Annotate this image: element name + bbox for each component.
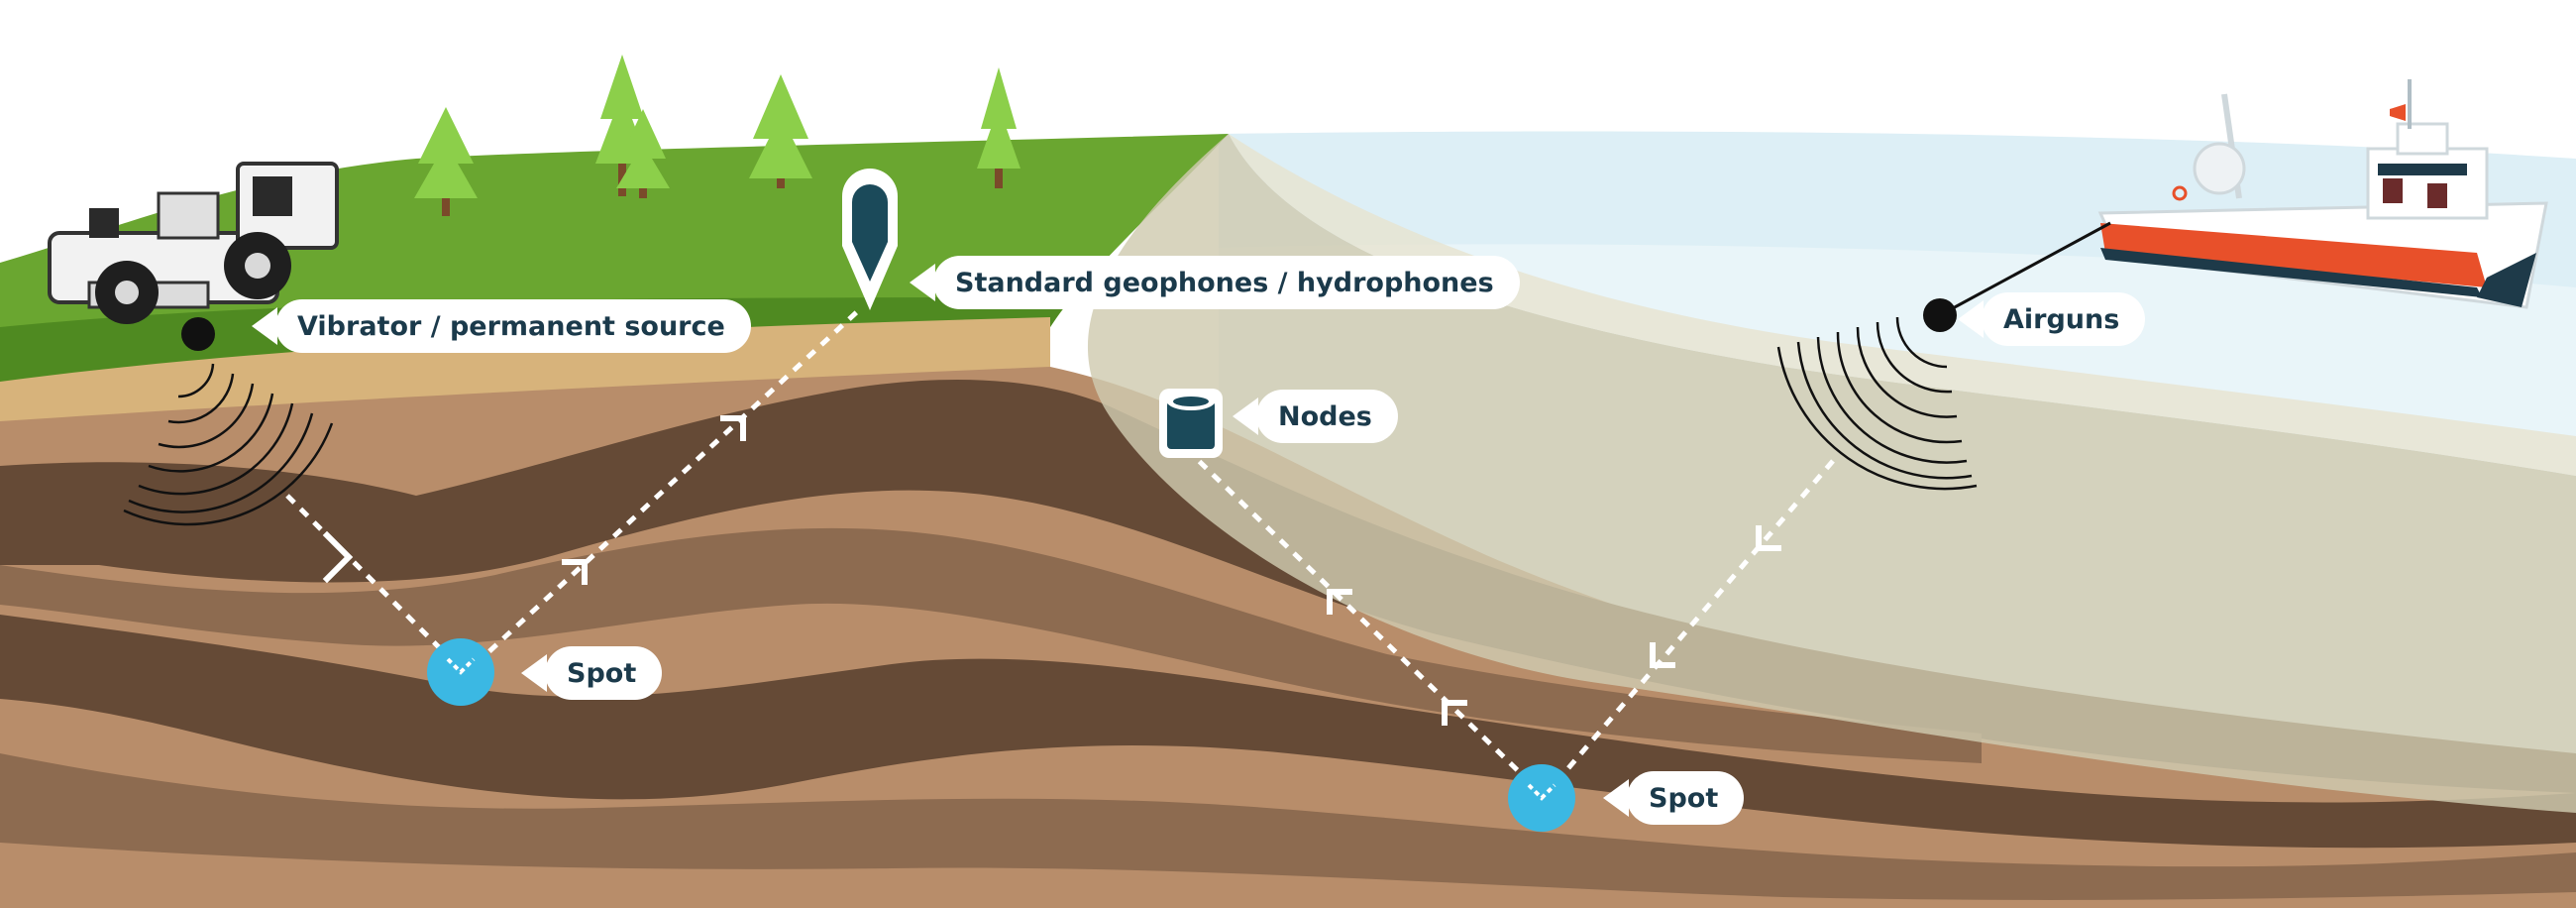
earth-layer-mid-1 (0, 527, 1982, 763)
airgun-source-dot (1923, 298, 1957, 332)
tree-icon (616, 109, 670, 198)
arrow-chevron-icon (720, 415, 746, 441)
arrow-chevron-icon (1650, 642, 1675, 668)
earth-layer-bottom (0, 843, 2576, 908)
spot-marker-right-arrow (1527, 783, 1556, 801)
arrow-chevron-icon (1327, 589, 1352, 615)
vibrator-truck-icon (48, 162, 339, 324)
ray-spot-to-node (1197, 459, 1533, 785)
airgun-tow-cable (1939, 221, 2111, 317)
ray-paths (285, 305, 1835, 785)
seabed-top (1229, 134, 2576, 476)
earth-layer-dark-2 (0, 615, 2576, 849)
vibrator-source-dot (181, 317, 215, 351)
arrow-chevron-icon (1756, 525, 1781, 551)
label-geophones: Standard geophones / hydrophones (910, 256, 1520, 309)
arrow-chevron-icon (562, 559, 588, 585)
wave-arcs-icon (1776, 316, 1978, 491)
label-vibrator-text: Vibrator / permanent source (297, 310, 725, 342)
label-geophones-text: Standard geophones / hydrophones (955, 267, 1494, 298)
ray-airgun-to-spot (1554, 459, 1835, 785)
label-spot-right-text: Spot (1649, 782, 1719, 814)
arrow-chevron-icon (1442, 700, 1467, 726)
label-spot-left: Spot (520, 646, 663, 700)
node-icon (1159, 389, 1223, 458)
tree-icon (749, 74, 812, 188)
label-airguns-text: Airguns (2003, 303, 2120, 335)
ship-icon (2097, 79, 2548, 309)
ray-spot-to-geophone (474, 305, 864, 666)
label-nodes: Nodes (1233, 390, 1398, 443)
spot-marker-left-arrow (446, 657, 476, 675)
tree-icon (977, 67, 1020, 188)
arrow-chevron-icon (322, 530, 354, 584)
label-spot-left-text: Spot (567, 657, 637, 689)
ray-vibrator-to-spot (285, 494, 463, 671)
tree-icon (414, 107, 478, 216)
label-spot-right: Spot (1602, 771, 1745, 825)
label-vibrator: Vibrator / permanent source (252, 299, 751, 353)
geophone-icon (842, 169, 898, 310)
wave-arcs-icon (123, 363, 334, 526)
label-nodes-text: Nodes (1278, 400, 1372, 432)
label-airguns: Airguns (1957, 292, 2146, 346)
